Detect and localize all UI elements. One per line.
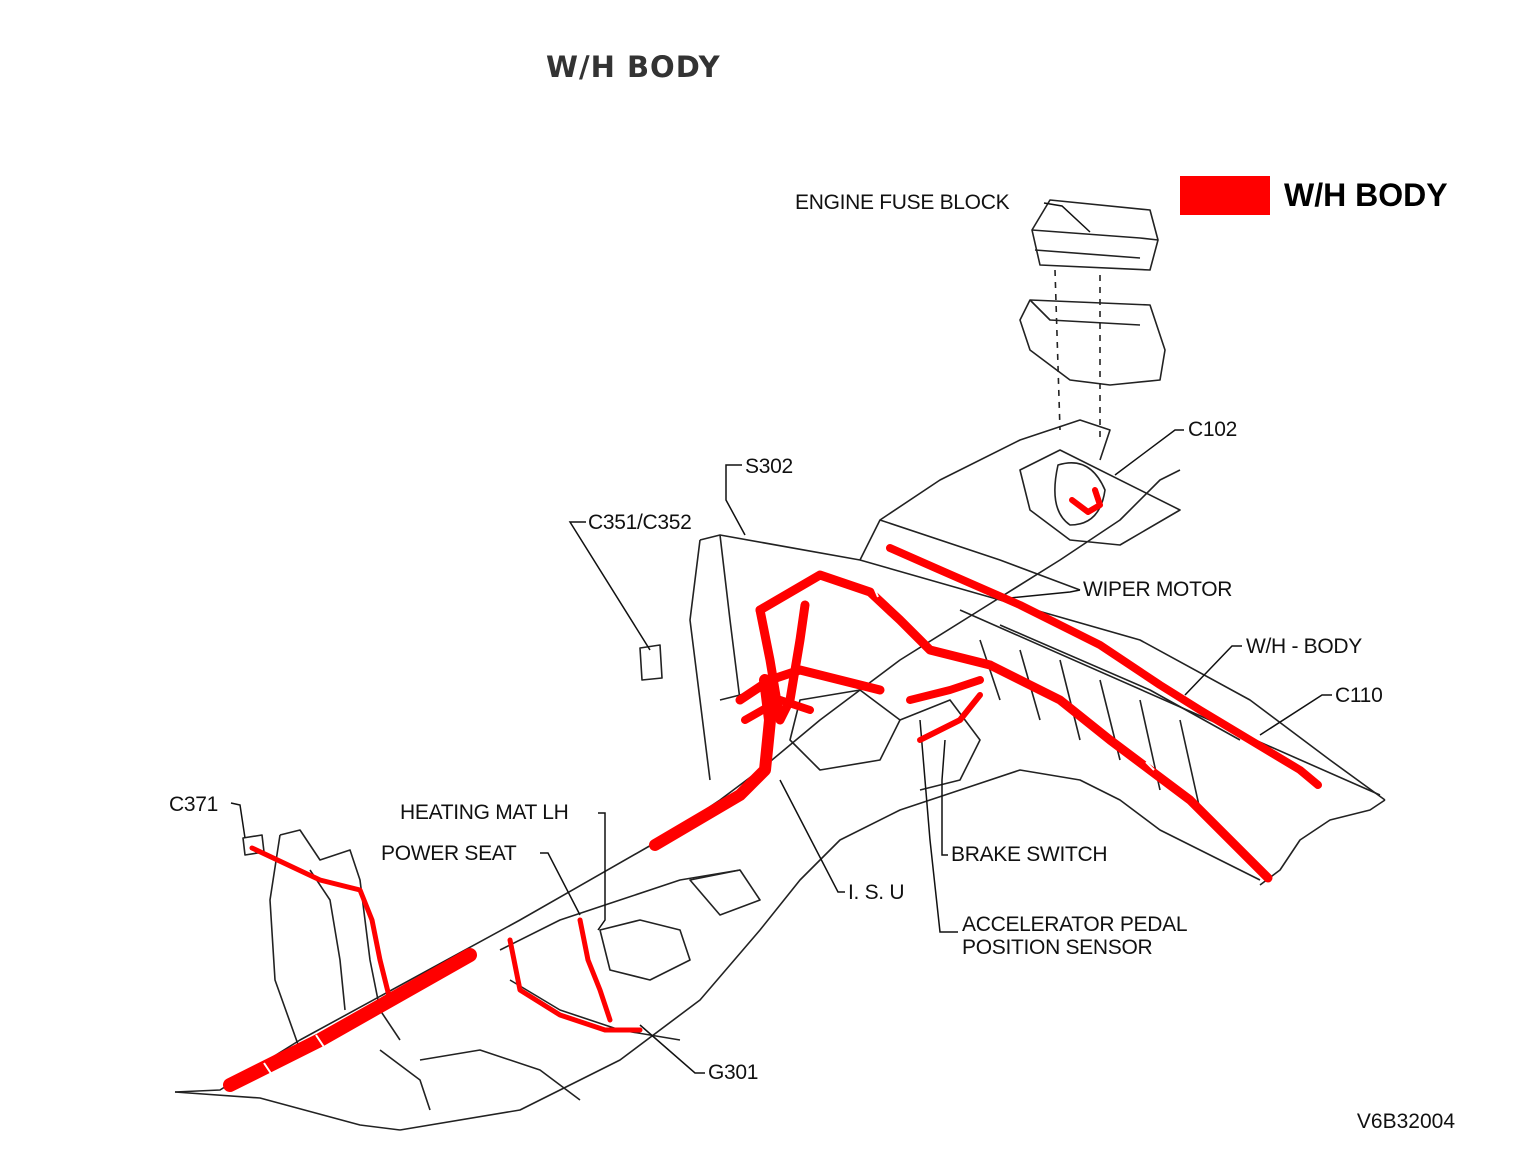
leader-engine-fuse-block: [1043, 202, 1091, 233]
label-brake-switch: BRAKE SWITCH: [951, 843, 1108, 866]
wh-body-harness: [223, 487, 1322, 1092]
label-wh-body: W/H - BODY: [1246, 635, 1362, 658]
label-c351-c352: C351/C352: [588, 511, 692, 534]
harness-loop-2: [735, 665, 885, 705]
leader-s302: [725, 464, 746, 536]
harness-rear-branch: [249, 845, 393, 1003]
label-g301: G301: [708, 1061, 759, 1084]
label-wiper-motor: WIPER MOTOR: [1083, 578, 1233, 601]
legend-label: W/H BODY: [1284, 177, 1448, 213]
label-isu: I. S. U: [848, 881, 905, 904]
label-power-seat: POWER SEAT: [381, 842, 517, 865]
leader-g301: [639, 1024, 705, 1074]
label-c371: C371: [169, 793, 219, 816]
harness-seat-b: [577, 917, 613, 1023]
leader-c351: [568, 521, 651, 651]
leader-app-sensor: [919, 719, 958, 933]
leader-c371: [230, 802, 246, 839]
harness-tunnel: [649, 674, 776, 851]
label-app-sensor-line1: ACCELERATOR PEDAL: [962, 913, 1188, 936]
harness-branch-app: [917, 692, 983, 743]
label-c110: C110: [1335, 684, 1383, 707]
harness-cowl: [886, 544, 1322, 789]
leader-heating-mat: [597, 812, 606, 931]
legend-swatch: [1180, 176, 1270, 215]
leader-c102: [1114, 429, 1184, 476]
leader-wh-body: [1184, 645, 1242, 696]
harness-firewall: [985, 660, 1273, 883]
harness-loop-3: [741, 696, 814, 724]
leader-power-seat: [540, 852, 581, 916]
body-structure: [174, 199, 1386, 1131]
harness-seat: [507, 937, 643, 1033]
label-engine-fuse-block: ENGINE FUSE BLOCK: [795, 191, 1010, 214]
leader-brake-switch: [941, 739, 948, 856]
harness-branch-brake: [906, 676, 984, 704]
label-s302: S302: [745, 455, 793, 478]
harness-joints: [263, 584, 1155, 1076]
harness-c102: [1069, 487, 1103, 515]
page-title: W/H BODY: [546, 50, 721, 84]
label-app-sensor-line2: POSITION SENSOR: [962, 936, 1153, 959]
diagram-code: V6B32004: [1356, 1110, 1455, 1133]
harness-loop-1: [755, 600, 810, 725]
leader-lines: [230, 202, 1332, 1074]
leader-wiper-motor: [1009, 589, 1081, 599]
label-heating-mat-lh: HEATING MAT LH: [400, 801, 569, 824]
label-c102: C102: [1188, 418, 1238, 441]
leader-isu: [779, 779, 845, 893]
legend: W/H BODY: [1180, 176, 1448, 215]
leader-c110: [1259, 694, 1332, 736]
harness-upper: [755, 570, 995, 670]
